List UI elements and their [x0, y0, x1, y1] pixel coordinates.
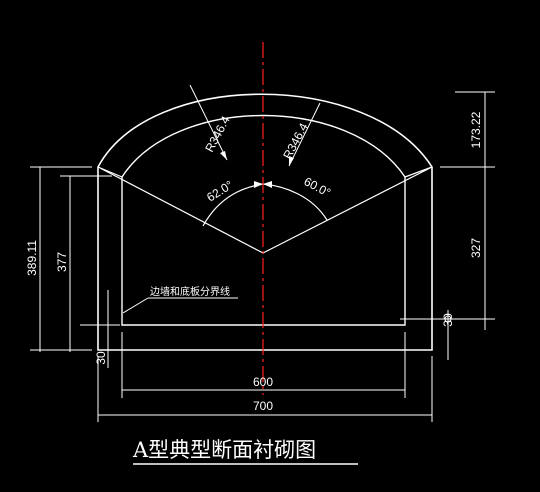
right-small-dim-marker — [444, 315, 452, 323]
angle-label-left: 62.0° — [204, 178, 235, 205]
outer-lining-outline — [97, 93, 433, 351]
dim-30-left-label: 30 — [94, 351, 108, 365]
right-radius-arrow — [289, 156, 294, 166]
dim-30-right-label: 30 — [441, 313, 455, 327]
dim-389-label: 389.11 — [25, 240, 39, 276]
right-radius-line — [262, 167, 431, 254]
dim-700-label: 700 — [253, 399, 273, 413]
dim-327-label: 327 — [469, 238, 483, 258]
inner-lining-outline — [121, 114, 406, 326]
left-radius-arrow — [220, 151, 227, 160]
left-radius-leader — [189, 84, 228, 161]
right-radius-leader — [288, 102, 321, 167]
annotation-leader — [122, 297, 149, 314]
boundary-annotation: 边墙和底板分界线 — [150, 285, 230, 298]
dim-173-label: 173.22 — [469, 111, 483, 148]
dim-600-label: 600 — [253, 375, 273, 389]
dim-377-label: 377 — [55, 252, 69, 272]
left-radius-line — [99, 167, 264, 254]
drawing-title: A型典型断面衬砌图 — [132, 438, 316, 462]
angle-label-right: 60.0° — [302, 174, 334, 200]
angle-arrow-left — [254, 181, 263, 188]
angle-arrow-right — [263, 181, 272, 188]
radius-label-right: R346.4 — [280, 120, 311, 161]
